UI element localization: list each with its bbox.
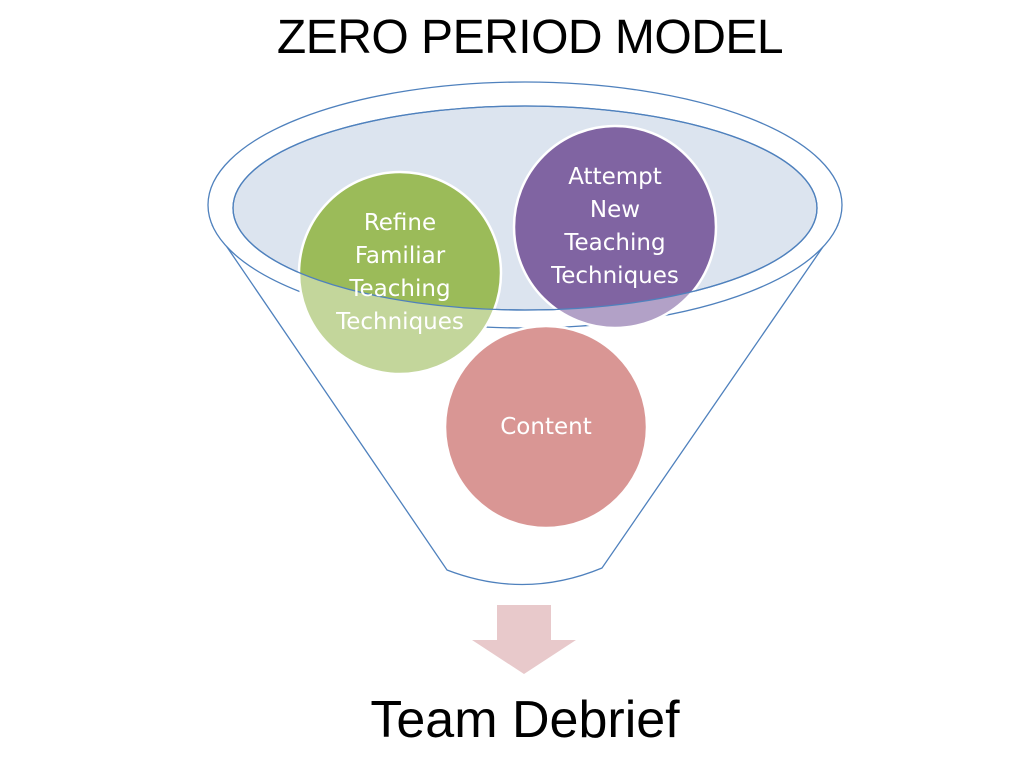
refine-circle-label: Refine Familiar Teaching Techniques	[336, 210, 464, 335]
funnel-top-opening-stroke	[232, 105, 818, 311]
team-debrief-label: Team Debrief	[370, 691, 680, 749]
attempt-circle-label: Attempt New Teaching Techniques	[551, 164, 679, 289]
refine-circle	[299, 172, 501, 310]
slide-title: ZERO PERIOD MODEL	[276, 11, 784, 64]
down-arrow-icon	[472, 605, 576, 674]
attempt-circle	[514, 126, 716, 310]
attempt-circle-border	[512, 124, 718, 330]
content-circle-label: Content	[500, 413, 592, 440]
content-circle	[443, 324, 649, 530]
